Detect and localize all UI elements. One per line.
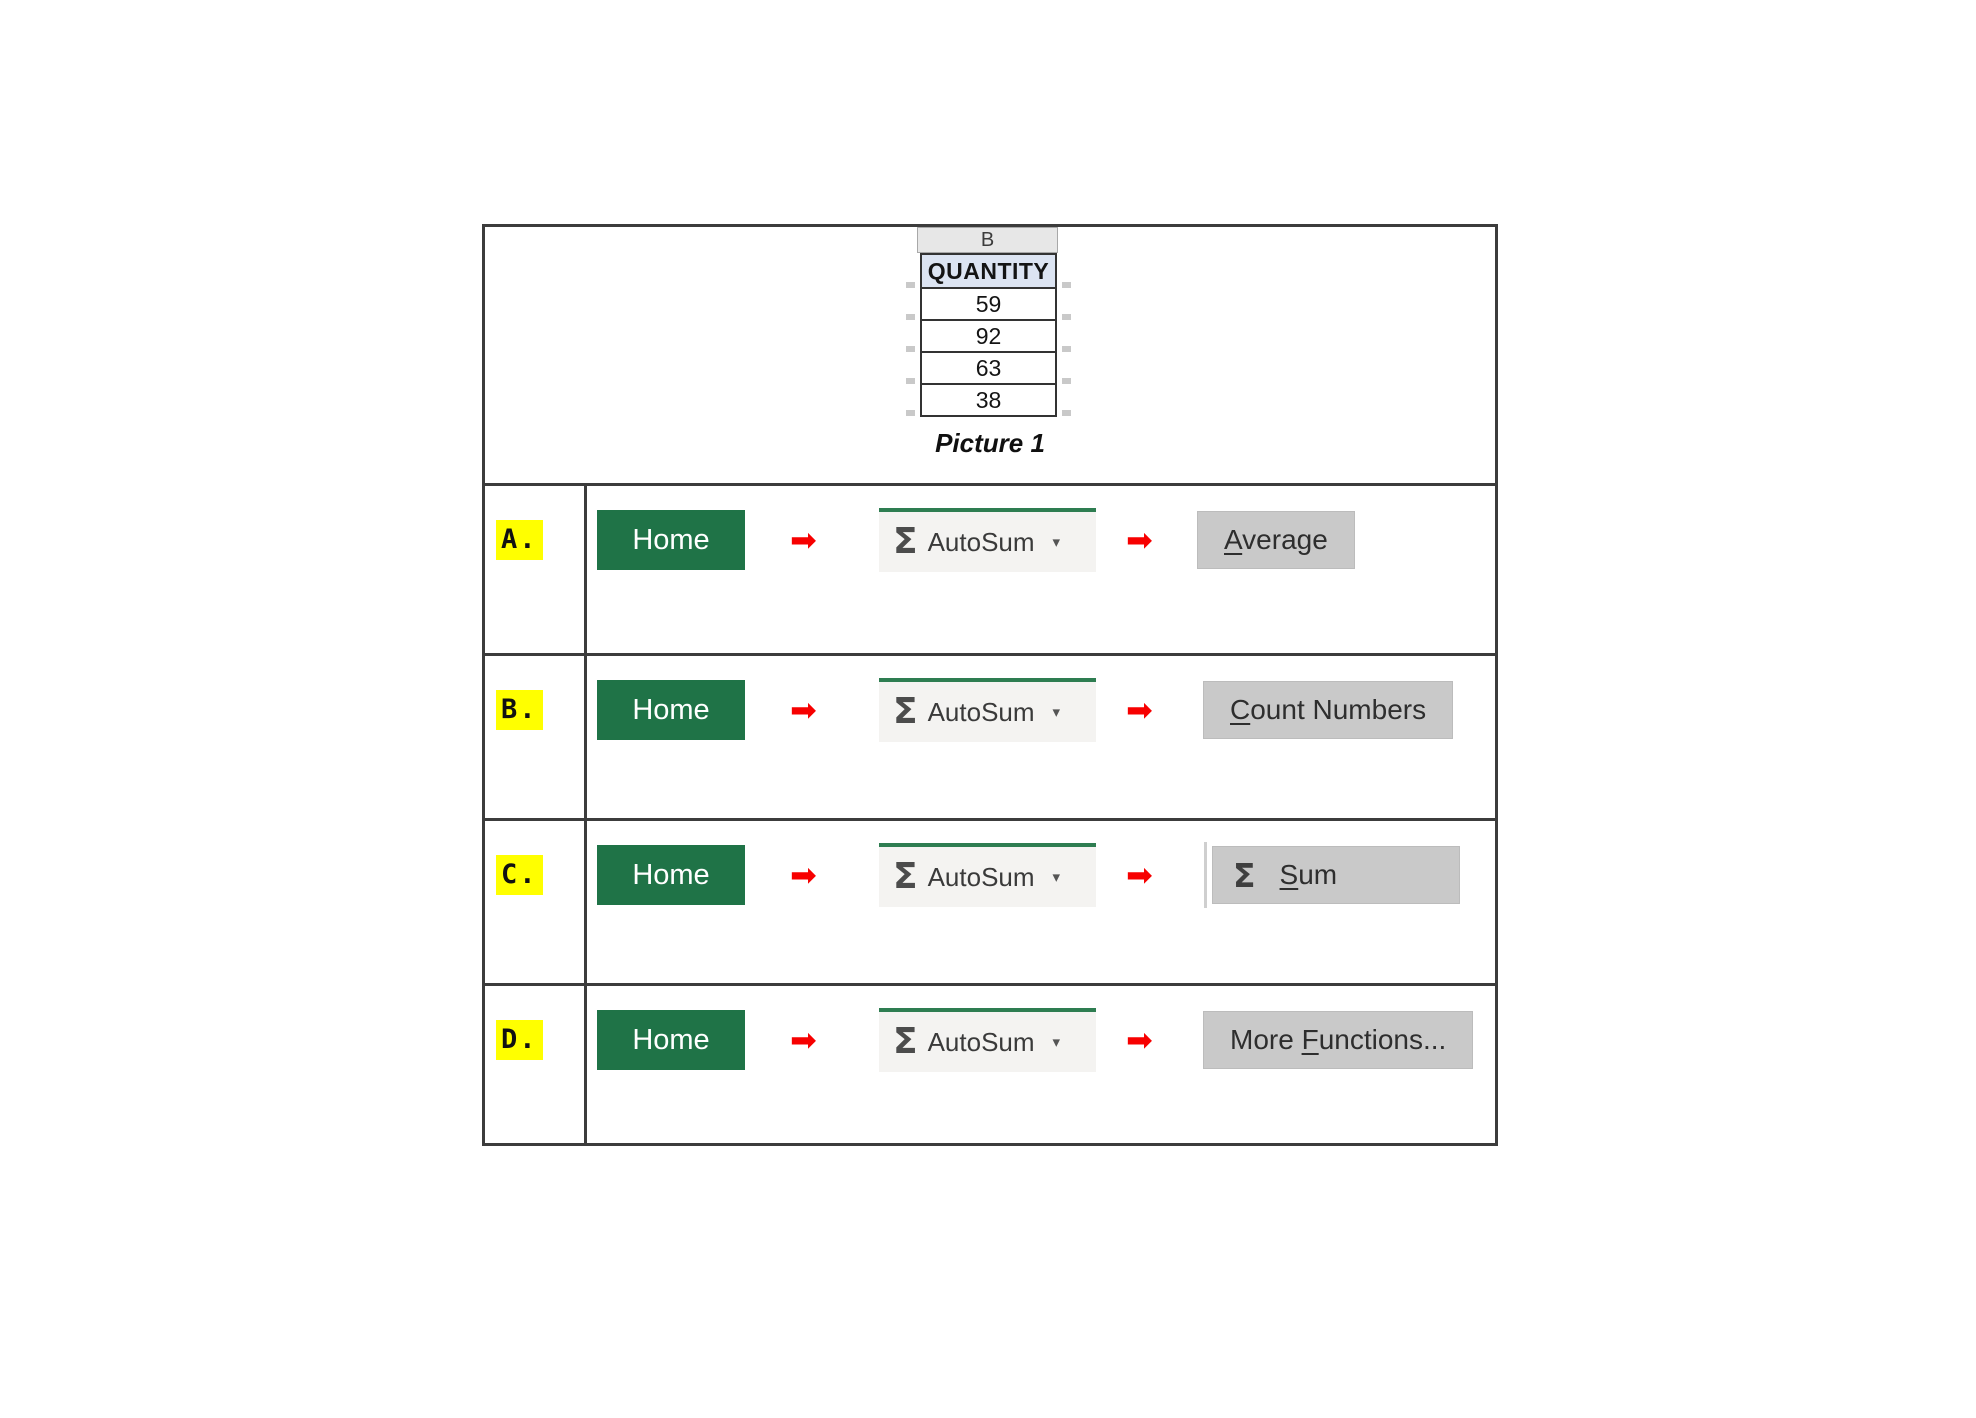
autosum-button[interactable]: Σ AutoSum ▾ [879, 508, 1096, 572]
autosum-label: AutoSum [927, 696, 1035, 727]
chevron-down-icon[interactable]: ▾ [1052, 1033, 1061, 1051]
menu-item-sum[interactable]: Σ Sum [1212, 846, 1460, 904]
autosum-button[interactable]: Σ AutoSum ▾ [879, 1008, 1096, 1072]
option-label-d[interactable]: D. [496, 1020, 543, 1060]
option-label-b[interactable]: B. [496, 690, 543, 730]
right-arrow-icon: ➡ [790, 856, 817, 894]
home-tab-label: Home [632, 693, 710, 726]
right-arrow-icon: ➡ [790, 521, 817, 559]
menu-item-text: More Functions... [1230, 1024, 1447, 1055]
selection-handle [1062, 378, 1071, 384]
chevron-down-icon[interactable]: ▾ [1052, 703, 1061, 721]
table-cell: 92 [922, 319, 1055, 351]
selection-handle [906, 346, 915, 352]
autosum-label: AutoSum [927, 526, 1035, 557]
selection-handle [906, 314, 915, 320]
right-arrow-icon: ➡ [790, 1021, 817, 1059]
row-divider [482, 653, 1498, 656]
row-divider [482, 983, 1498, 986]
excel-column-header: B [917, 227, 1058, 253]
sigma-icon: Σ [893, 521, 918, 562]
option-label-a[interactable]: A. [496, 520, 543, 560]
table-cell: 63 [922, 351, 1055, 383]
right-arrow-icon: ➡ [1126, 521, 1153, 559]
home-tab-label: Home [632, 858, 710, 891]
menu-item-text: Count Numbers [1230, 694, 1427, 725]
right-arrow-icon: ➡ [1126, 691, 1153, 729]
table-cell: 59 [922, 287, 1055, 319]
autosum-label: AutoSum [927, 861, 1035, 892]
chevron-down-icon[interactable]: ▾ [1052, 868, 1061, 886]
menu-item-average[interactable]: Average [1197, 511, 1355, 569]
menu-item-more-functions[interactable]: More Functions... [1203, 1011, 1474, 1069]
right-arrow-icon: ➡ [790, 691, 817, 729]
sigma-icon: Σ [893, 691, 918, 732]
sigma-icon: Σ [1233, 855, 1256, 895]
section-divider [482, 483, 1498, 486]
selection-handle [1062, 410, 1071, 416]
selection-handle [906, 410, 915, 416]
selection-handle [906, 282, 915, 288]
column-letter: B [980, 228, 995, 251]
option-label-c[interactable]: C. [496, 855, 543, 895]
question-frame [482, 224, 1498, 1146]
right-arrow-icon: ➡ [1126, 856, 1153, 894]
home-tab-button[interactable]: Home [597, 1010, 745, 1070]
selection-handle [1062, 282, 1071, 288]
home-tab-label: Home [632, 1023, 710, 1056]
row-divider [482, 818, 1498, 821]
sigma-icon: Σ [893, 856, 918, 897]
home-tab-button[interactable]: Home [597, 680, 745, 740]
selection-handle [906, 378, 915, 384]
right-arrow-icon: ➡ [1126, 1021, 1153, 1059]
selection-handle [1062, 314, 1071, 320]
home-tab-button[interactable]: Home [597, 845, 745, 905]
menu-edge-divider [1204, 842, 1207, 908]
autosum-button[interactable]: Σ AutoSum ▾ [879, 843, 1096, 907]
table-cell: 38 [922, 383, 1055, 415]
home-tab-label: Home [632, 523, 710, 556]
sigma-icon: Σ [893, 1021, 918, 1062]
home-tab-button[interactable]: Home [597, 510, 745, 570]
excel-range: QUANTITY 59 92 63 38 [920, 253, 1057, 417]
menu-item-count-numbers[interactable]: Count Numbers [1203, 681, 1454, 739]
autosum-label: AutoSum [927, 1026, 1035, 1057]
selection-handle [1062, 346, 1071, 352]
autosum-button[interactable]: Σ AutoSum ▾ [879, 678, 1096, 742]
column-divider [584, 483, 587, 1146]
menu-item-text: Sum [1279, 859, 1338, 890]
menu-item-text: Average [1224, 524, 1328, 555]
picture-caption: Picture 1 [935, 428, 1045, 458]
chevron-down-icon[interactable]: ▾ [1052, 533, 1061, 551]
table-header-cell: QUANTITY [922, 255, 1055, 287]
